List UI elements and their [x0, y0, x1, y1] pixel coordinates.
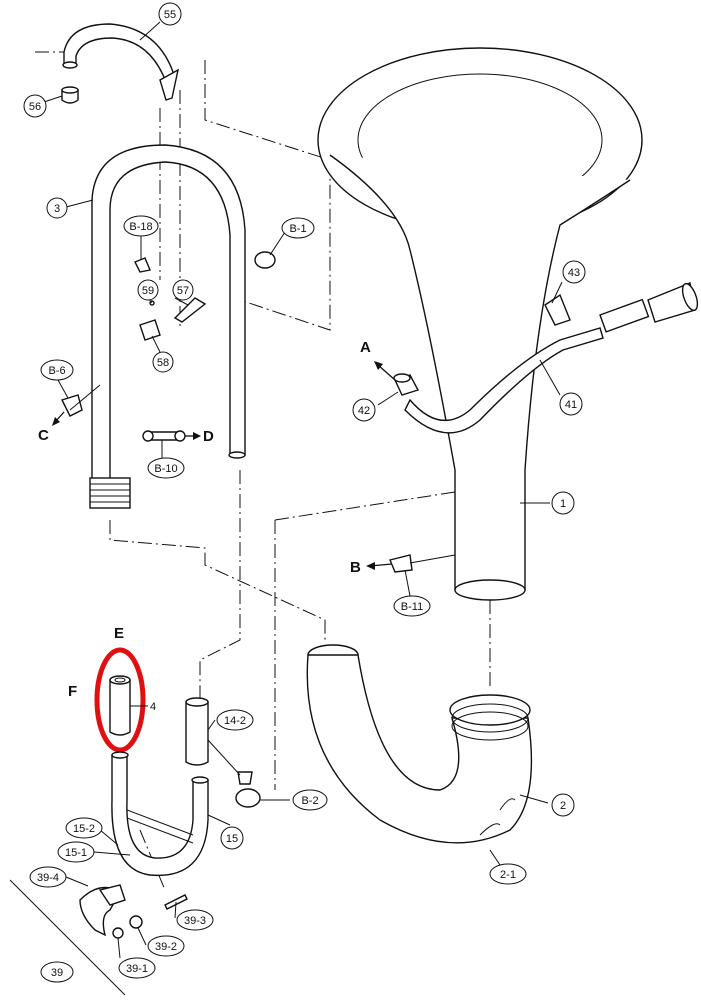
- svg-text:41: 41: [565, 399, 577, 411]
- svg-text:2: 2: [560, 800, 566, 812]
- label-1: 1: [551, 491, 575, 515]
- connection-markers: A B C D E F: [38, 339, 396, 700]
- svg-text:39-4: 39-4: [37, 872, 59, 884]
- label-42: 42: [352, 398, 376, 422]
- svg-text:B-2: B-2: [301, 795, 318, 807]
- leader-lines: [43, 21, 563, 959]
- label-b11: B-11: [393, 595, 431, 617]
- label-58: 58: [152, 351, 174, 373]
- label-2-1: 2-1: [489, 863, 527, 885]
- label-59: 59: [137, 279, 159, 301]
- part-55-crook: [62, 23, 180, 101]
- connection-c: C: [38, 411, 65, 444]
- label-b6: B-6: [40, 359, 74, 381]
- part-4-tube: [109, 675, 131, 736]
- connection-f: F: [68, 683, 77, 700]
- label-3: 3: [46, 197, 68, 219]
- part-41-leadpipe: [404, 282, 699, 434]
- label-b10: B-10: [147, 457, 185, 479]
- svg-text:15-1: 15-1: [65, 847, 87, 859]
- label-39-2: 39-2: [147, 935, 185, 957]
- part-2-bow: [306, 644, 533, 844]
- svg-text:57: 57: [177, 285, 189, 297]
- label-15-1: 15-1: [57, 841, 95, 863]
- svg-text:4: 4: [150, 701, 156, 713]
- svg-text:B-6: B-6: [48, 365, 65, 377]
- label-39-4: 39-4: [29, 866, 67, 888]
- label-2: 2: [551, 793, 575, 817]
- label-39-3: 39-3: [176, 909, 214, 931]
- part-39-lyre: [79, 884, 126, 939]
- svg-text:B-11: B-11: [401, 601, 423, 613]
- small-fittings: [61, 251, 413, 929]
- svg-text:A: A: [360, 339, 371, 356]
- label-b1: B-1: [281, 217, 315, 239]
- svg-text:C: C: [38, 427, 49, 444]
- svg-text:B-1: B-1: [289, 223, 306, 235]
- svg-text:B: B: [350, 559, 361, 576]
- label-4: 4: [150, 701, 156, 713]
- label-b2: B-2: [292, 789, 328, 811]
- svg-text:14-2: 14-2: [224, 715, 246, 727]
- svg-text:55: 55: [164, 9, 176, 21]
- svg-text:58: 58: [157, 357, 169, 369]
- part-1-bell: [317, 47, 643, 601]
- svg-text:39-2: 39-2: [155, 941, 177, 953]
- label-56: 56: [23, 94, 47, 118]
- svg-text:59: 59: [142, 285, 154, 297]
- part-labels: 55 56 3 B-18 B-1 59 57 58 B-6 B-10 43 41…: [23, 2, 586, 983]
- svg-text:2-1: 2-1: [500, 869, 516, 881]
- label-15: 15: [220, 826, 244, 850]
- label-43: 43: [562, 260, 586, 284]
- svg-text:1: 1: [560, 498, 566, 510]
- part-15-lower-bow: [111, 751, 209, 877]
- label-b18: B-18: [123, 215, 159, 237]
- svg-text:F: F: [68, 683, 77, 700]
- svg-text:39-3: 39-3: [184, 915, 206, 927]
- label-14-2: 14-2: [216, 709, 254, 731]
- part-42-ferrule: [393, 373, 420, 396]
- svg-text:42: 42: [358, 405, 370, 417]
- group-39-bracket: [9, 879, 126, 996]
- svg-text:15: 15: [226, 833, 238, 845]
- svg-text:56: 56: [29, 101, 41, 113]
- connection-b: B: [350, 559, 393, 576]
- label-41: 41: [559, 392, 583, 416]
- label-15-2: 15-2: [65, 817, 103, 839]
- svg-text:3: 3: [54, 203, 60, 215]
- label-57: 57: [172, 279, 194, 301]
- svg-text:43: 43: [568, 267, 580, 279]
- svg-text:D: D: [203, 428, 214, 445]
- highlight-circle: [94, 647, 146, 753]
- connection-d: D: [185, 428, 214, 445]
- connection-a: A: [360, 339, 396, 381]
- svg-text:15-2: 15-2: [73, 823, 95, 835]
- part-14-2-tube: [185, 697, 209, 766]
- svg-text:39-1: 39-1: [126, 963, 148, 975]
- svg-text:B-18: B-18: [129, 221, 152, 233]
- svg-text:39: 39: [51, 967, 63, 979]
- part-56-cap: [61, 86, 79, 104]
- label-55: 55: [158, 2, 182, 26]
- connection-e: E: [114, 625, 124, 642]
- svg-text:E: E: [114, 625, 124, 642]
- part-3-u-tube: [89, 144, 246, 509]
- label-39-1: 39-1: [118, 957, 156, 979]
- label-39: 39: [40, 961, 74, 983]
- svg-text:B-10: B-10: [154, 463, 177, 475]
